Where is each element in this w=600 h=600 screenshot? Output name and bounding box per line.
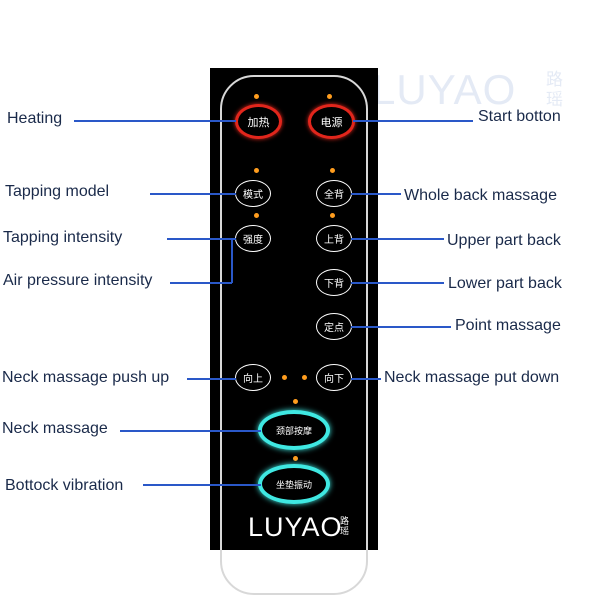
up-button[interactable]: 向上: [235, 364, 271, 391]
up-indicator: [282, 375, 287, 380]
down-button[interactable]: 向下: [316, 364, 352, 391]
connector-lower-back: [351, 282, 444, 284]
lower-back-button[interactable]: 下背: [316, 269, 352, 296]
connector-neck-massage: [120, 430, 261, 432]
point-button[interactable]: 定点: [316, 313, 352, 340]
cushion-indicator: [293, 456, 298, 461]
connector-air-pressure: [170, 282, 232, 284]
label-heating: Heating: [7, 110, 63, 127]
label-whole-back: Whole back massage: [404, 187, 557, 204]
connector-upper-back: [351, 238, 444, 240]
power-indicator: [327, 94, 332, 99]
remote-logo-chinese: 路瑶: [340, 516, 350, 536]
label-neck-push-up: Neck massage push up: [2, 369, 170, 386]
label-upper-back: Upper part back: [447, 232, 561, 249]
brand-watermark-chinese: 路瑶: [546, 70, 563, 109]
connector-neck-push-up: [187, 378, 236, 380]
cushion-vibration-button[interactable]: 坐垫振动: [258, 464, 330, 504]
intensity-button[interactable]: 强度: [235, 225, 271, 252]
label-buttock-vibration: Bottock vibration: [5, 477, 124, 494]
label-tapping-model: Tapping model: [5, 183, 110, 200]
power-button[interactable]: 电源: [308, 104, 355, 139]
label-lower-back: Lower part back: [448, 275, 562, 292]
connector-neck-put-down: [351, 378, 381, 380]
brand-watermark: LUYAO: [372, 66, 517, 113]
connector-whole-back: [351, 193, 401, 195]
heating-button[interactable]: 加热: [235, 104, 282, 139]
label-neck-put-down: Neck massage put down: [384, 369, 560, 386]
mode-button[interactable]: 模式: [235, 180, 271, 207]
heating-indicator: [254, 94, 259, 99]
connector-air-pressure-vertical: [231, 240, 233, 283]
label-start-button: Start botton: [478, 108, 561, 125]
neck-indicator: [293, 399, 298, 404]
connector-start-button: [353, 120, 473, 122]
whole-back-button[interactable]: 全背: [316, 180, 352, 207]
label-neck-massage: Neck massage: [2, 420, 108, 437]
connector-tapping-model: [150, 193, 236, 195]
remote-control-outline: [220, 75, 368, 595]
label-tapping-intensity: Tapping intensity: [3, 229, 123, 246]
connector-point-massage: [351, 326, 451, 328]
connector-tapping-intensity: [167, 238, 236, 240]
remote-logo: LUYAO: [248, 512, 343, 542]
connector-heating: [74, 120, 236, 122]
mode-indicator: [254, 168, 259, 173]
upper-back-button[interactable]: 上背: [316, 225, 352, 252]
whole-back-indicator: [330, 168, 335, 173]
label-point-massage: Point massage: [455, 317, 561, 334]
label-air-pressure: Air pressure intensity: [3, 272, 153, 289]
down-indicator: [302, 375, 307, 380]
neck-massage-button[interactable]: 颈部按摩: [258, 410, 330, 450]
connector-buttock-vibration: [143, 484, 261, 486]
intensity-indicator: [254, 213, 259, 218]
upper-back-indicator: [330, 213, 335, 218]
